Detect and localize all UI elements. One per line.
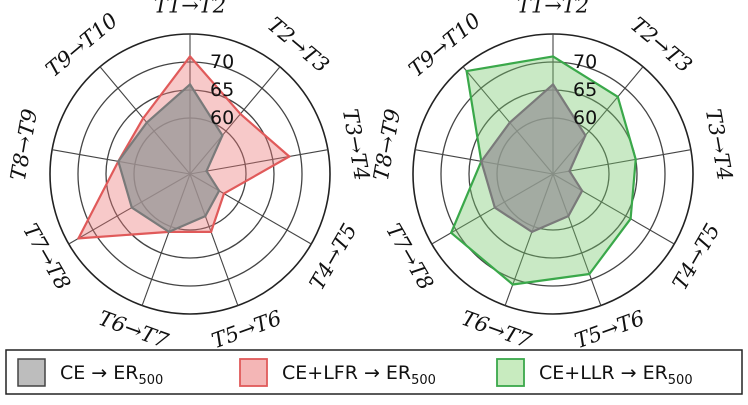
legend-item-ce: CE → ER500 xyxy=(17,358,163,388)
series-point-ce-lfr-to-er500 xyxy=(77,237,80,240)
legend-item-ce-llr: CE+LLR → ER500 xyxy=(496,358,693,388)
series-point-ce-to-er500 xyxy=(530,230,534,234)
axis-label: T5→T6 xyxy=(572,306,648,353)
series-point-ce-to-er500 xyxy=(188,83,192,86)
axis-label: T3→T4 xyxy=(338,107,374,182)
series-point-ce-lfr-to-er500 xyxy=(142,117,145,120)
axis-label: T2→T3 xyxy=(263,13,334,78)
series-point-ce-llr-to-er500 xyxy=(616,95,619,98)
axis-label: T6→T7 xyxy=(95,306,172,354)
series-point-ce-llr-to-er500 xyxy=(634,158,637,161)
axis-label: T9→T10 xyxy=(41,8,122,81)
legend-swatch-ce-llr xyxy=(496,358,525,387)
series-point-ce-llr-to-er500 xyxy=(629,217,632,220)
axis-label: T8→T9 xyxy=(6,107,42,182)
series-polygon-ce-to-er500 xyxy=(117,83,224,233)
series-point-ce-to-er500 xyxy=(204,214,207,218)
series-polygon-ce-to-er500 xyxy=(480,83,587,233)
series-point-ce-lfr-to-er500 xyxy=(239,112,242,116)
legend-swatch-ce-lfr xyxy=(239,358,268,387)
series-point-ce-llr-to-er500 xyxy=(465,69,468,73)
series-point-ce-to-er500 xyxy=(167,230,171,234)
series-point-ce-llr-to-er500 xyxy=(588,272,591,276)
series-point-ce-llr-to-er500 xyxy=(449,231,453,234)
series-point-ce-lfr-to-er500 xyxy=(209,230,213,234)
series-point-ce-llr-to-er500 xyxy=(511,283,514,286)
radial-tick-label: 60 xyxy=(573,107,597,129)
radial-tick-label: 70 xyxy=(210,51,234,73)
series-point-ce-lfr-to-er500 xyxy=(288,155,291,158)
axis-label: T4→T5 xyxy=(305,219,362,294)
legend-item-ce-lfr: CE+LFR → ER500 xyxy=(239,358,436,388)
series-point-ce-to-er500 xyxy=(568,169,571,173)
series-point-ce-to-er500 xyxy=(551,83,555,86)
radial-tick-label: 65 xyxy=(573,79,597,101)
series-point-ce-to-er500 xyxy=(567,214,570,218)
axis-label: T3→T4 xyxy=(701,107,737,182)
series-point-ce-to-er500 xyxy=(221,134,224,137)
series-point-ce-to-er500 xyxy=(480,160,483,163)
axis-label: T2→T3 xyxy=(626,13,697,78)
series-point-ce-to-er500 xyxy=(117,160,120,163)
legend-frame xyxy=(5,349,743,395)
axis-label: T5→T6 xyxy=(209,306,285,353)
legend: CE → ER500 CE+LFR → ER500 CE+LLR → ER500 xyxy=(5,349,743,395)
radial-tick-label: 65 xyxy=(210,79,234,101)
legend-label-ce-lfr: CE+LFR → ER500 xyxy=(282,362,436,388)
series-point-ce-to-er500 xyxy=(205,169,208,173)
axis-label: T1→T2 xyxy=(517,0,589,18)
axis-label: T1→T2 xyxy=(154,0,226,18)
legend-label-ce-llr: CE+LLR → ER500 xyxy=(539,362,693,388)
axis-label: T4→T5 xyxy=(668,219,725,294)
radial-tick-label: 60 xyxy=(210,107,234,129)
series-point-ce-lfr-to-er500 xyxy=(188,55,192,58)
legend-swatch-ce xyxy=(17,358,46,387)
series-point-ce-to-er500 xyxy=(145,121,149,124)
series-point-ce-to-er500 xyxy=(493,206,497,209)
series-point-ce-to-er500 xyxy=(130,206,134,209)
axis-label: T7→T8 xyxy=(381,219,438,294)
radar-spoke xyxy=(552,149,691,175)
series-point-ce-llr-to-er500 xyxy=(551,55,555,58)
radial-tick-label: 70 xyxy=(573,51,597,73)
legend-label-ce: CE → ER500 xyxy=(60,362,163,388)
axis-label: T6→T7 xyxy=(458,306,535,354)
series-point-ce-to-er500 xyxy=(580,189,584,192)
radar-spoke xyxy=(189,149,328,175)
series-point-ce-lfr-to-er500 xyxy=(222,192,226,195)
series-point-ce-to-er500 xyxy=(508,121,512,124)
axis-label: T7→T8 xyxy=(18,219,75,294)
axis-label: T8→T9 xyxy=(369,107,405,182)
series-point-ce-to-er500 xyxy=(217,189,221,192)
series-point-ce-to-er500 xyxy=(584,134,587,137)
